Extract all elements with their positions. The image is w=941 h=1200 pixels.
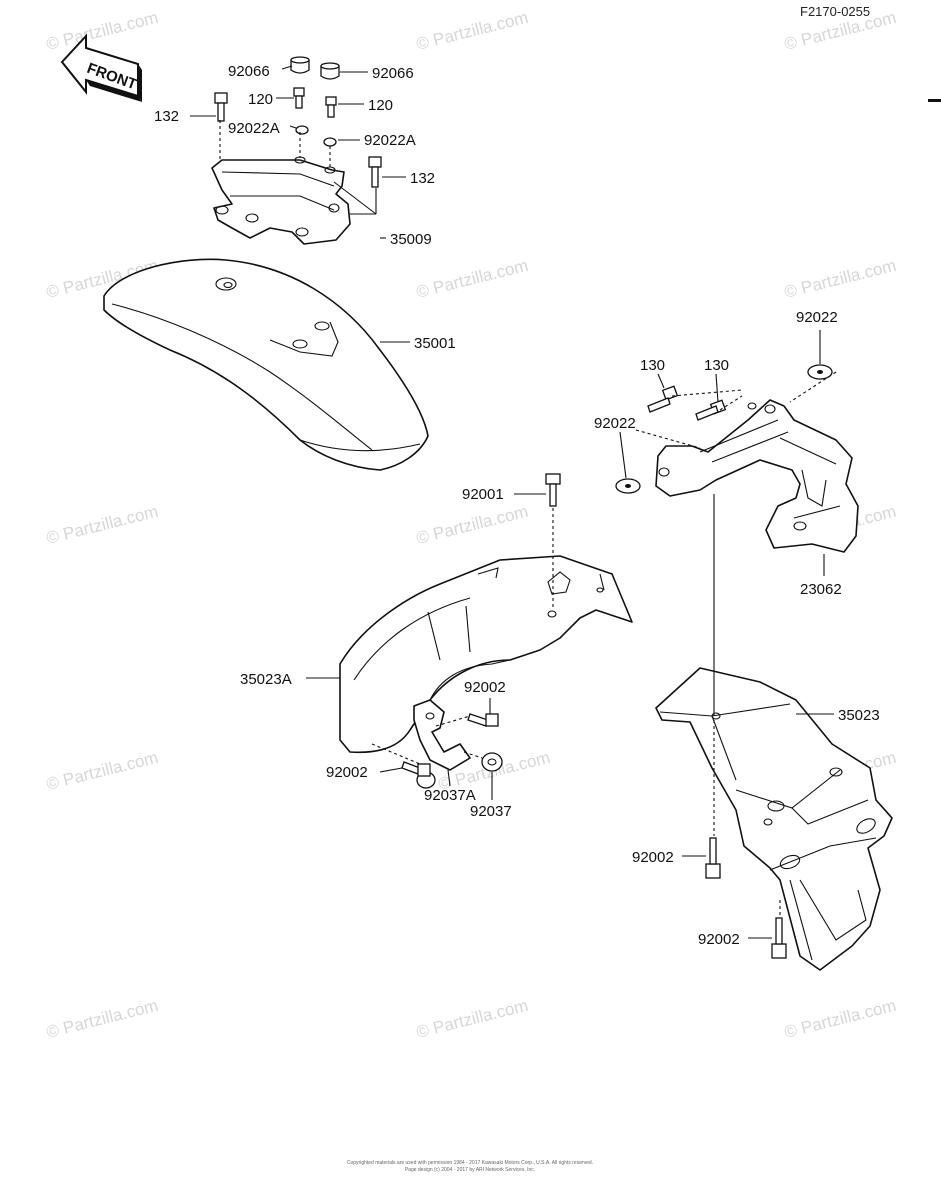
label-35023A: 35023A [240, 671, 292, 688]
watermark: © Partzilla.com [414, 256, 530, 302]
caps-92066 [290, 56, 340, 80]
label-92022-left: 92022 [594, 415, 636, 432]
diagram-code: F2170-0255 [800, 4, 870, 19]
label-92066-left: 92066 [228, 63, 270, 80]
watermark: © Partzilla.com [44, 8, 160, 54]
edge-mark [928, 99, 941, 102]
washers-92022 [615, 364, 833, 494]
front-arrow-icon: FRONT [60, 33, 142, 102]
watermark: © Partzilla.com [44, 996, 160, 1042]
bolts-92002-small [401, 713, 499, 777]
clamps-92037 [413, 699, 503, 789]
bolts-130 [647, 385, 727, 421]
label-92066-right: 92066 [372, 65, 414, 82]
part-labels: 92066 92066 120 120 132 92022A 92022A 13… [154, 63, 880, 948]
footer-design: Page design (c) 2004 - 2017 by ARI Netwo… [405, 1167, 535, 1173]
watermark: © Partzilla.com [782, 996, 898, 1042]
bracket-23062 [655, 399, 859, 553]
label-92002-a: 92002 [464, 679, 506, 696]
label-35009: 35009 [390, 231, 432, 248]
label-92001: 92001 [462, 486, 504, 503]
leader-lines [190, 65, 837, 939]
label-130-left: 130 [640, 357, 665, 374]
label-92022-top: 92022 [796, 309, 838, 326]
footer-copyright: Copyrighted materials are used with perm… [347, 1160, 593, 1166]
watermark: © Partzilla.com [44, 748, 160, 794]
label-92022A-right: 92022A [364, 132, 416, 149]
label-132-right: 132 [410, 170, 435, 187]
watermark: © Partzilla.com [782, 256, 898, 302]
bolts-92002-rear [705, 837, 787, 959]
label-120-right: 120 [368, 97, 393, 114]
rear-fender-35023A [339, 555, 633, 754]
washers-92022A [295, 125, 337, 147]
label-120-left: 120 [248, 91, 273, 108]
label-92002-c: 92002 [632, 849, 674, 866]
label-92002-d: 92002 [698, 931, 740, 948]
label-130-right: 130 [704, 357, 729, 374]
label-132-left: 132 [154, 108, 179, 125]
bracket-35009 [211, 156, 351, 245]
label-92037A: 92037A [424, 787, 476, 804]
watermark: © Partzilla.com [414, 8, 530, 54]
bolt-92001 [545, 473, 561, 507]
bolts-132 [214, 92, 382, 188]
watermark: © Partzilla.com [44, 502, 160, 548]
label-92037: 92037 [470, 803, 512, 820]
watermark: © Partzilla.com [414, 502, 530, 548]
front-fender-35001 [103, 258, 429, 471]
label-92022A-left: 92022A [228, 120, 280, 137]
rear-fender-35023 [655, 667, 893, 971]
footer: Copyrighted materials are used with perm… [347, 1160, 593, 1173]
bolts-120 [293, 87, 337, 118]
label-23062: 23062 [800, 581, 842, 598]
label-35023: 35023 [838, 707, 880, 724]
label-35001: 35001 [414, 335, 456, 352]
label-92002-b: 92002 [326, 764, 368, 781]
watermark: © Partzilla.com [414, 996, 530, 1042]
